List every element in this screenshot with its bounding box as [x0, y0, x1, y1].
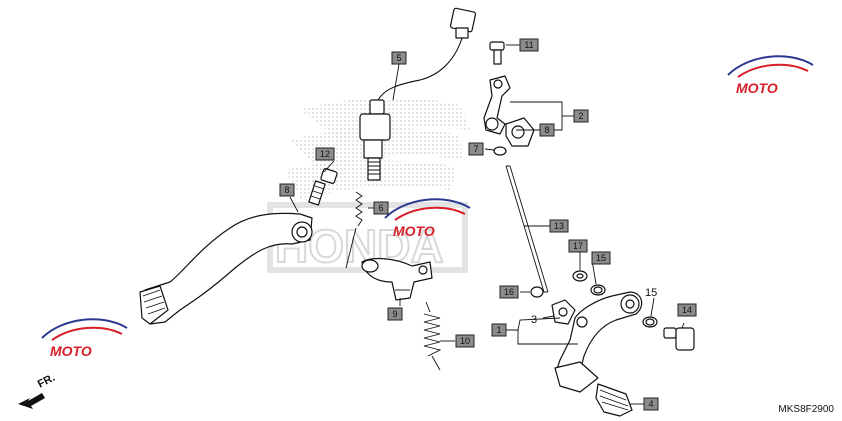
callout-16: 16: [499, 285, 519, 299]
callout-17: 17: [568, 239, 588, 253]
diagram-code: MKS8F2900: [778, 404, 834, 415]
callout-12: 12: [315, 147, 335, 161]
callout-8-joint: 8: [539, 123, 555, 137]
callout-label: 16: [504, 287, 514, 297]
callout-label: 7: [473, 144, 478, 154]
part-nut-7: [493, 146, 507, 156]
part-pivot-bolt: [663, 327, 695, 351]
part-gearshift-pedal: [554, 291, 643, 393]
callout-label: 14: [682, 305, 692, 315]
callout-label: 4: [648, 399, 653, 409]
watermark-logo-center: MOTO: [384, 198, 471, 239]
callout-15: 15: [591, 251, 611, 265]
callout-13: 13: [549, 219, 569, 233]
callout-label: 11: [524, 40, 533, 50]
callout-14: 14: [677, 303, 697, 317]
callout-label: 15: [596, 253, 606, 263]
part-ball-joint: [505, 117, 535, 147]
callout-label: 13: [554, 221, 564, 231]
callout-4: 4: [643, 397, 659, 411]
part-shift-rod: [505, 165, 549, 293]
part-brake-pedal: [139, 212, 313, 325]
part-bolt-11: [489, 41, 505, 65]
callout-label: 6: [378, 203, 383, 213]
watermark-text: MOTO: [393, 223, 435, 239]
callout-5: 5: [391, 51, 407, 65]
watermark-text: MOTO: [50, 343, 92, 359]
callout-1: 1: [491, 323, 507, 337]
watermark-text: MOTO: [736, 80, 778, 96]
part-switch-sensor: [359, 7, 477, 181]
callout-10: 10: [455, 334, 475, 348]
part-oring-15-top: [590, 284, 606, 296]
callout-label: 2: [578, 111, 583, 121]
callout-11: 11: [519, 38, 539, 52]
callout-label: 1: [496, 325, 501, 335]
watermark-logo-top-right: MOTO: [727, 55, 814, 96]
part-return-spring: [423, 301, 442, 371]
plain-label-3: 3: [531, 314, 537, 326]
callout-label: 12: [320, 149, 330, 159]
leader-lines: [289, 44, 685, 405]
callout-label: 9: [392, 309, 397, 319]
plain-label-15: 15: [645, 287, 657, 299]
part-shift-arm: [483, 75, 511, 135]
front-marker-label: FR.: [36, 372, 57, 391]
callout-label: 17: [573, 241, 583, 251]
callout-2: 2: [573, 109, 589, 123]
part-pedal-rubber: [595, 383, 633, 417]
watermark-logo-left: MOTO: [41, 318, 128, 359]
part-pivot-shaft: [361, 257, 433, 301]
front-direction-marker: FR.: [18, 372, 57, 409]
part-washer-17: [572, 270, 588, 282]
part-spring-rod: [345, 191, 363, 269]
part-nut-16: [530, 286, 544, 298]
callout-label: 10: [460, 336, 470, 346]
part-oring-15-right: [642, 316, 658, 328]
callout-8-pedal: 8: [279, 183, 295, 197]
callout-label: 8: [544, 125, 549, 135]
part-bolt-12: [308, 168, 338, 206]
callout-7: 7: [468, 142, 484, 156]
part-joint-3: [551, 299, 576, 325]
callout-9: 9: [387, 307, 403, 321]
callout-label: 8: [284, 185, 289, 195]
callout-label: 5: [396, 53, 401, 63]
callout-6: 6: [373, 201, 389, 215]
